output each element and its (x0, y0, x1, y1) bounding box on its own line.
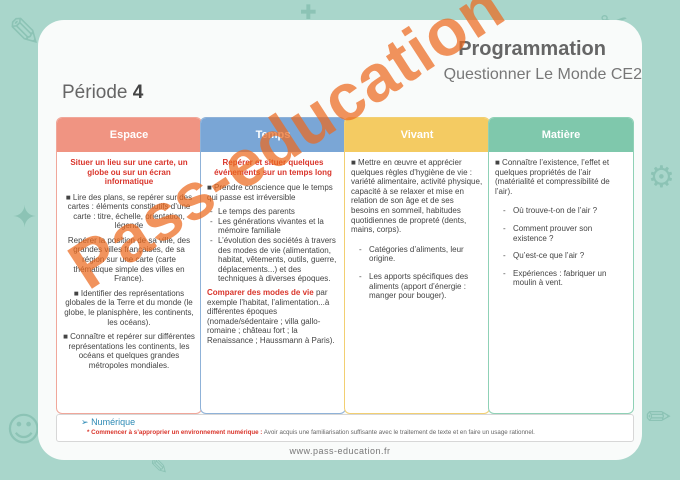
numerique-heading-text: Numérique (91, 417, 136, 427)
column-header-espace: Espace (57, 118, 201, 152)
vivant-intro: ■ Mettre en œuvre et apprécier quelques … (351, 158, 483, 235)
espace-p1: ■ Lire des plans, se repérer sur des car… (65, 192, 193, 231)
numerique-box: ➢ Numérique * Commencer à s’approprier u… (56, 414, 634, 442)
column-vivant: Vivant ■ Mettre en œuvre et apprécier qu… (344, 117, 490, 414)
list-item: L’évolution des sociétés à travers des m… (210, 236, 339, 284)
espace-p4: ■ Connaître et repérer sur différentes r… (63, 332, 195, 370)
column-header-matiere: Matière (489, 118, 633, 152)
list-item: Les générations vivantes et la mémoire f… (210, 217, 339, 236)
espace-title: Situer un lieu sur une carte, un globe o… (70, 158, 188, 186)
column-espace: Espace Situer un lieu sur une carte, un … (56, 117, 202, 414)
list-item: Expériences : fabriquer un moulin à vent… (495, 269, 627, 288)
arrow-icon: ➢ (81, 417, 89, 427)
numerique-text: * Commencer à s’approprier un environnem… (87, 429, 535, 436)
column-header-vivant: Vivant (345, 118, 489, 152)
temps-compare-title: Comparer des modes de vie (207, 287, 314, 297)
matiere-intro: ■ Connaître l’existence, l’effet et quel… (495, 158, 610, 196)
period-number: 4 (132, 82, 144, 103)
column-temps: Temps Repérer et situer quelques événeme… (200, 117, 346, 414)
numerique-heading: ➢ Numérique (81, 417, 135, 428)
website-url: www.pass-education.fr (289, 446, 391, 456)
temps-title: Repérer et situer quelques événements su… (214, 158, 332, 177)
page-title: Programmation (458, 38, 606, 60)
list-item: Catégories d’aliments, leur origine. (351, 245, 483, 264)
temps-intro: ■ Prendre conscience que le temps qui pa… (207, 183, 333, 202)
list-item: Le temps des parents (210, 207, 339, 217)
list-item: Comment prouver son existence ? (495, 224, 627, 243)
numerique-label: * Commencer à s’approprier un environnem… (87, 429, 263, 436)
period-label: Période 4 (62, 82, 143, 104)
column-matiere: Matière ■ Connaître l’existence, l’effet… (488, 117, 634, 414)
espace-p2: Repérer la position de sa ville, des gra… (67, 235, 191, 284)
temps-compare-text: par exemple l’habitat, l’alimentation...… (207, 287, 335, 345)
numerique-detail: Avoir acquis une familiarisation suffisa… (262, 429, 535, 436)
page-subtitle: Questionner Le Monde CE2 (443, 66, 642, 83)
period-text: Période (62, 82, 128, 103)
list-item: Qu’est-ce que l’air ? (495, 251, 627, 261)
espace-p3: ■ Identifier des représentations globale… (64, 288, 194, 327)
list-item: Où trouve-t-on de l’air ? (495, 206, 627, 216)
temps-list: Le temps des parents Les générations viv… (207, 207, 339, 284)
temps-compare: Comparer des modes de vie par exemple l’… (207, 288, 339, 346)
list-item: Les apports spécifiques des aliments (ap… (351, 272, 483, 301)
column-header-temps: Temps (201, 118, 345, 152)
